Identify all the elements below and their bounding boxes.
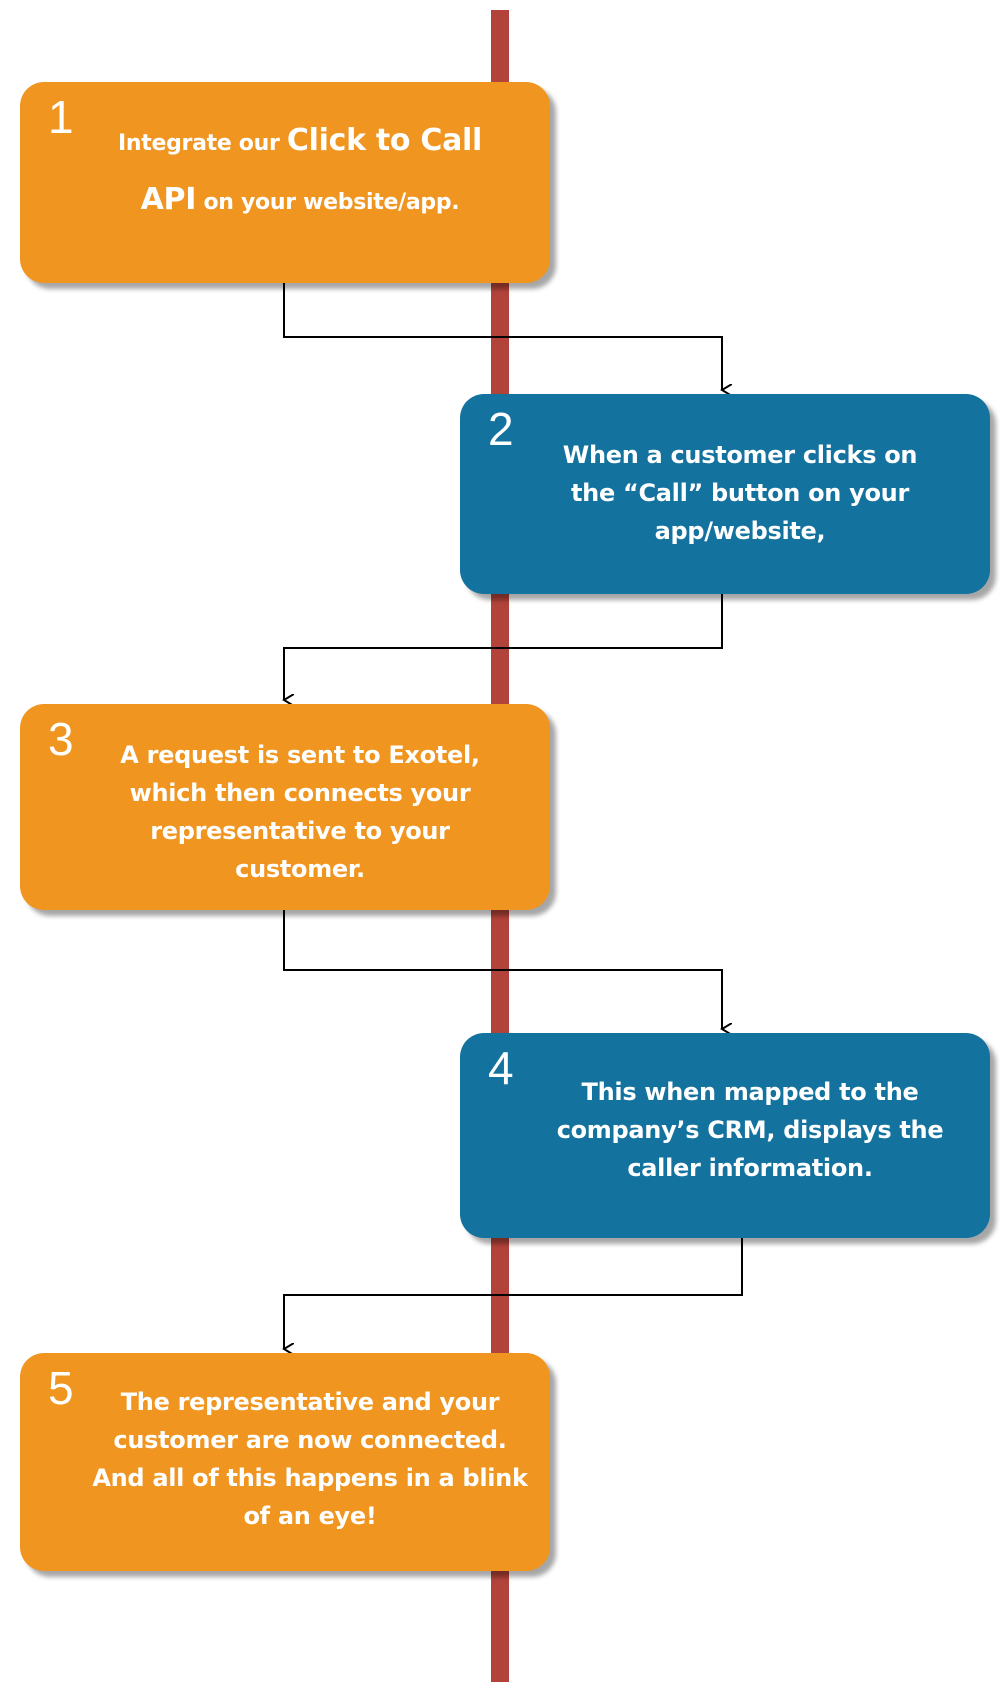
step-4-number: 4 [488, 1042, 514, 1094]
step-5-text-line: customer are now connected. [113, 1426, 507, 1454]
connector-2-to-3 [284, 594, 723, 700]
step-1-text-part: Click to Call [286, 123, 482, 158]
step-3-text-line: A request is sent to Exotel, [120, 741, 480, 769]
connector-4-to-5 [284, 1238, 743, 1349]
step-3-box: 3 A request is sent to Exotel, which the… [20, 704, 550, 910]
step-1-text: Integrate our Click to Call API on your … [80, 122, 520, 222]
step-4-text-line: This when mapped to the [581, 1078, 919, 1106]
step-2-text: When a customer clicks on the “Call” but… [560, 436, 920, 550]
step-2-text-line: the “Call” button on your [571, 479, 909, 507]
step-4-box: 4 This when mapped to the company’s CRM,… [460, 1033, 990, 1238]
step-3-text: A request is sent to Exotel, which then … [110, 736, 490, 888]
step-5-text-line: And all of this happens in a blink [92, 1464, 528, 1492]
step-5-text: The representative and your customer are… [75, 1383, 545, 1535]
step-5-number: 5 [48, 1362, 74, 1414]
step-3-text-line: which then connects your [129, 779, 471, 807]
step-1-text-part: on your website/app. [196, 190, 460, 215]
step-1-text-part: Integrate our [117, 131, 287, 156]
step-4-text-line: caller information. [627, 1154, 873, 1182]
step-3-number: 3 [48, 713, 74, 765]
step-3-text-line: customer. [235, 855, 365, 883]
step-1-box: 1 Integrate our Click to Call API on you… [20, 82, 550, 283]
step-5-box: 5 The representative and your customer a… [20, 1353, 550, 1571]
step-5-text-line: The representative and your [120, 1388, 500, 1416]
connector-3-to-4 [283, 910, 722, 1029]
step-2-text-line: When a customer clicks on [562, 441, 918, 469]
step-4-text: This when mapped to the company’s CRM, d… [540, 1073, 960, 1187]
connector-1-to-2 [283, 283, 722, 390]
step-2-number: 2 [488, 403, 514, 455]
step-5-text-line: of an eye! [243, 1502, 377, 1530]
step-2-box: 2 When a customer clicks on the “Call” b… [460, 394, 990, 594]
step-2-text-line: app/website, [654, 517, 826, 545]
step-3-text-line: representative to your [150, 817, 450, 845]
step-4-text-line: company’s CRM, displays the [556, 1116, 944, 1144]
step-1-text-part: API [140, 182, 197, 217]
step-1-number: 1 [48, 91, 74, 143]
